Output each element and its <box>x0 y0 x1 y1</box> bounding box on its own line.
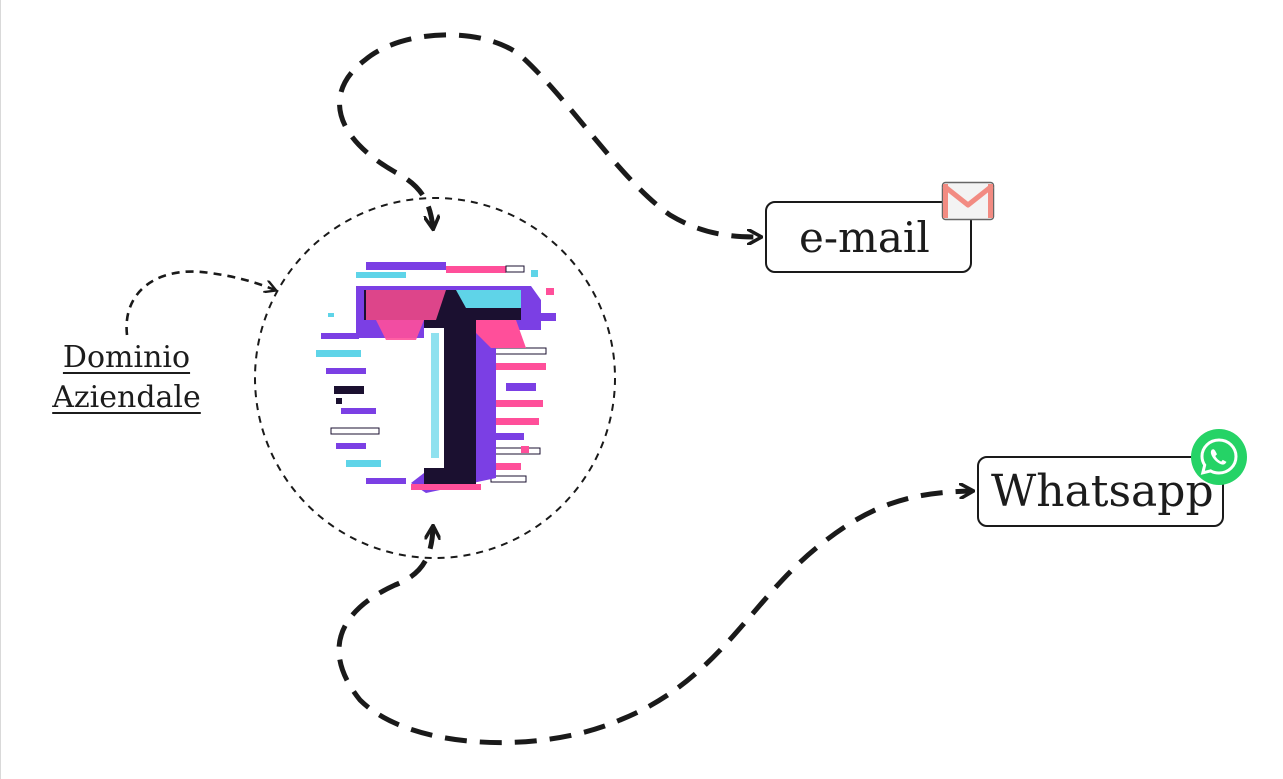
domain-label: Dominio Aziendale <box>34 338 219 418</box>
domain-label-line1: Dominio <box>62 340 191 375</box>
email-label: e-mail <box>799 212 930 262</box>
domain-label-line2: Aziendale <box>52 380 201 415</box>
email-node: e-mail <box>765 201 972 273</box>
letter-t-glitch-logo <box>316 262 556 493</box>
center-dashed-circle <box>254 197 616 559</box>
whatsapp-label: Whatsapp <box>991 466 1214 517</box>
edge-domain-to-logo <box>125 270 275 336</box>
mail-icon <box>941 181 995 221</box>
edge-logo-to-whatsapp <box>336 491 972 746</box>
whatsapp-icon <box>1191 429 1247 485</box>
left-border-line <box>0 0 1 779</box>
whatsapp-node: Whatsapp <box>977 456 1224 527</box>
edge-logo-to-email <box>337 32 760 237</box>
